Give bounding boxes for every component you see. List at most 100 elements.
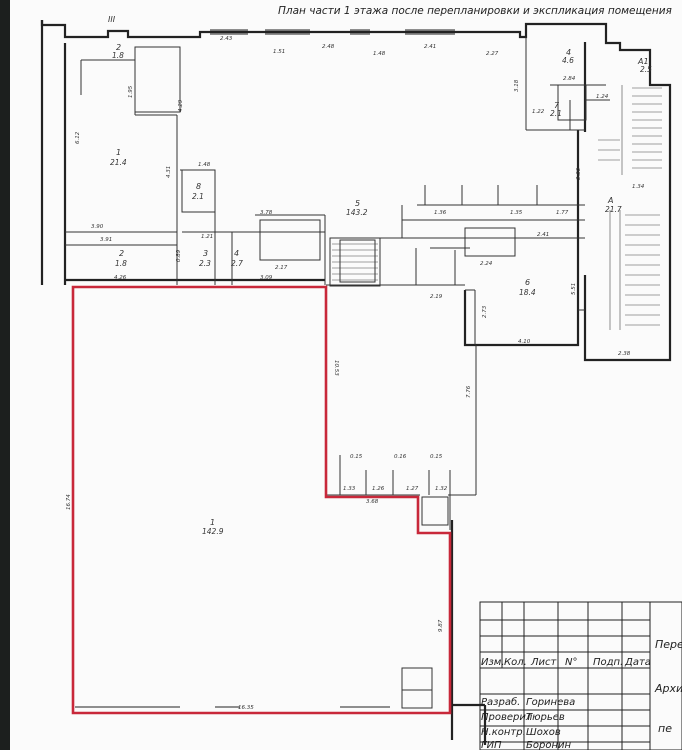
dim-label: 0.16	[394, 454, 407, 460]
stamp-col-list: Лист	[531, 657, 557, 668]
stamp-right-3: пе	[658, 722, 672, 735]
dim-label: 3.78	[260, 210, 273, 216]
dim-label: 2.84	[563, 76, 576, 82]
room-5-number: 5	[355, 199, 360, 208]
room-a1-number: А1	[637, 57, 649, 66]
stamp-name-4: Боронин	[526, 740, 572, 750]
room-1t-area: 21.4	[110, 158, 127, 167]
room-4t-number: 4	[566, 48, 571, 57]
room-labels: 1 142.9 1 21.4 2 1.8 3 2.3 4 2.7 8 2.1 5…	[110, 43, 652, 536]
dim-label: 1.48	[373, 51, 386, 57]
dim-label: 9.87	[438, 619, 444, 632]
stamp-right-1: Пере	[655, 638, 682, 651]
dim-label: 1.34	[632, 184, 645, 190]
room-3-number: 3	[203, 249, 208, 258]
stamp-col-podp: Подп.	[593, 657, 624, 668]
dim-label: 3.91	[100, 237, 112, 243]
stamp-name-3: Шохов	[526, 727, 561, 738]
dim-label: 4.29	[178, 99, 184, 112]
dim-label: 2.41	[424, 44, 436, 50]
stamp-name-2: Тюрьев	[526, 712, 565, 723]
stamp-role-3: Н.контр.	[481, 727, 526, 738]
dim-label: 1.51	[273, 49, 285, 55]
stair-treads	[332, 85, 662, 330]
dim-label: 1.24	[596, 94, 609, 100]
stamp-col-no: N°	[565, 657, 578, 668]
dim-label: 1.36	[434, 210, 447, 216]
dim-label: 2.43	[220, 36, 233, 42]
dim-label: 3.09	[260, 275, 273, 281]
dim-label: 3.68	[366, 499, 379, 505]
room-4t-area: 4.6	[562, 56, 574, 65]
room-4-number: 4	[234, 249, 239, 258]
dim-label: 4.26	[114, 275, 127, 281]
room-8-number: 8	[196, 182, 201, 191]
room-6-number: 6	[525, 278, 530, 287]
room-1-area: 142.9	[202, 527, 224, 536]
room-4-area: 2.7	[231, 259, 243, 268]
dim-label: 1.32	[435, 486, 448, 492]
dim-label: 2.27	[486, 51, 499, 57]
room-7-number: 7	[554, 101, 560, 110]
dim-label: 2.48	[322, 44, 335, 50]
stamp-role-4: ГИП	[481, 740, 502, 750]
dim-label: 2.41	[537, 232, 549, 238]
stamp-role-2: Проверил	[481, 712, 533, 723]
dim-label: 2.19	[430, 294, 443, 300]
dim-label: 6.12	[75, 131, 81, 144]
dim-label: 0.15	[350, 454, 363, 460]
room-2t-area: 1.8	[112, 51, 124, 60]
room-2-area: 1.8	[115, 259, 127, 268]
title-block	[479, 601, 682, 750]
stamp-right-2: Архи	[655, 682, 682, 695]
axis-mark: III	[108, 15, 116, 24]
dim-label: 1.33	[343, 486, 356, 492]
window-marks	[75, 29, 455, 708]
dim-label: 1.27	[406, 486, 419, 492]
interior-walls	[65, 37, 610, 709]
dim-label: 2.38	[618, 351, 631, 357]
dim-label: 1.77	[556, 210, 569, 216]
room-1t-number: 1	[116, 148, 121, 157]
dim-label: 2.73	[482, 305, 488, 318]
dimension-labels: 2.43 1.51 2.48 1.48 2.41 2.27 3.90 3.91 …	[66, 36, 645, 711]
stamp-col-data: Дата	[625, 657, 651, 668]
dim-label: 4.10	[518, 339, 531, 345]
stamp-name-1: Горинева	[526, 697, 576, 708]
dim-label: 16.35	[238, 705, 254, 711]
drawing-sheet: План части 1 этажа после перепланировки …	[10, 0, 682, 750]
room-7-area: 2.1	[550, 109, 562, 118]
room-2t-number: 2	[116, 43, 121, 52]
room-8-area: 2.1	[192, 192, 204, 201]
dim-label: 4.31	[166, 166, 172, 178]
room-a-number: А	[607, 196, 613, 205]
drawing-title: План части 1 этажа после перепланировки …	[278, 5, 672, 17]
room-2-number: 2	[119, 249, 124, 258]
stamp-role-1: Разраб.	[481, 697, 521, 708]
dim-label: 3.30	[576, 167, 582, 180]
room-6-area: 18.4	[519, 288, 536, 297]
dim-label: 1.48	[198, 162, 211, 168]
dim-label: 2.17	[275, 265, 288, 271]
dim-label: 5.51	[571, 283, 577, 295]
highlighted-room-outline	[71, 285, 452, 715]
room-a1-area: 2.5	[640, 65, 652, 74]
dim-label: 1.21	[201, 234, 213, 240]
floor-plan: III 1 142.9 1 21.4 2 1.8 3 2.3 4 2.7 8 2…	[40, 15, 682, 750]
room-1-number: 1	[210, 518, 215, 527]
room-3-area: 2.3	[199, 259, 211, 268]
stamp-col-kol: Кол.	[504, 657, 527, 668]
dim-label: 0.89	[176, 249, 182, 262]
stamp-col-izm: Изм.	[481, 657, 505, 668]
dim-label: 1.22	[532, 109, 545, 115]
dim-label: 3.90	[91, 224, 104, 230]
dim-label: 3.18	[514, 79, 520, 92]
dim-label: 10.53	[333, 360, 339, 376]
dim-label: 1.95	[128, 85, 134, 98]
room-5-area: 143.2	[346, 208, 368, 217]
dim-label: 1.35	[510, 210, 523, 216]
dim-label: 1.26	[372, 486, 385, 492]
dim-label: 7.76	[466, 385, 472, 398]
dim-label: 16.74	[66, 494, 72, 510]
